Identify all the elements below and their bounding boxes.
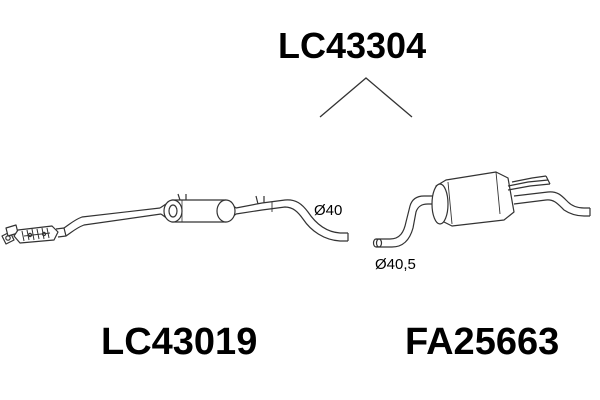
rear-silencer-diameter-label: Ø40,5 [375,256,416,273]
front-pipe-assembly-drawing [1,193,349,245]
kit-part-number: LC43304 [278,25,427,66]
front-pipe-part-number: LC43019 [101,321,258,363]
front-pipe-diameter-label: Ø40 [314,202,343,219]
rear-silencer-drawing [372,171,591,248]
kit-bracket [319,77,413,118]
rear-silencer-part-number: FA25663 [405,321,560,363]
